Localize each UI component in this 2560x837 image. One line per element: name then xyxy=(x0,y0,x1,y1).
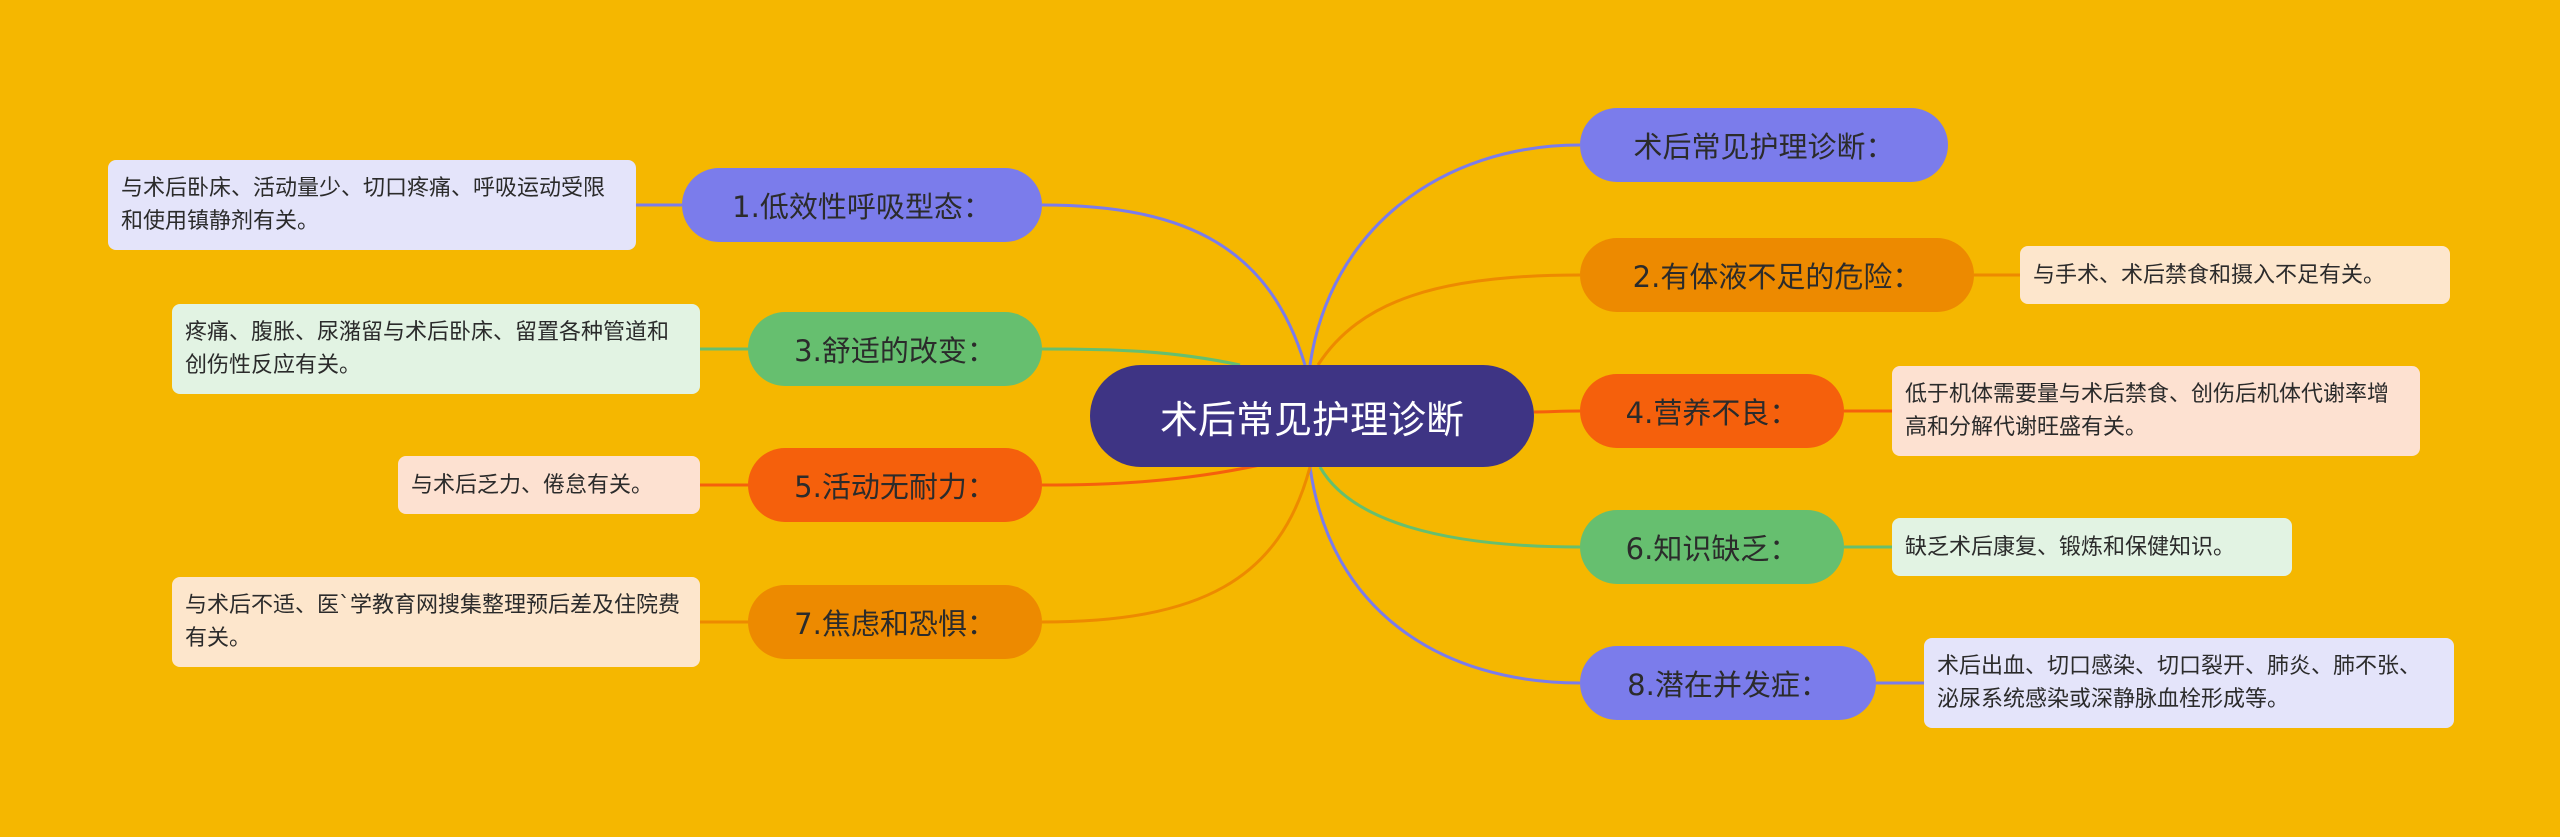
connector-root-branch-2 xyxy=(1316,273,1581,366)
leaf-topic-1[interactable]: 与术后卧床、活动量少、切口疼痛、呼吸运动受限和使用镇静剂有关。 xyxy=(108,160,636,250)
connector-root-branch-7 xyxy=(1041,466,1312,624)
connector-root-branch-3 xyxy=(1041,347,1241,367)
connector-root-branch-0 xyxy=(1308,143,1581,366)
connector-root-branch-8 xyxy=(1308,466,1581,685)
connector-root-branch-4 xyxy=(1533,409,1581,414)
leaf-text-7: 与术后不适、医`学教育网搜集整理预后差及住院费有关。 xyxy=(185,593,681,651)
leaf-text-2: 与手术、术后禁食和摄入不足有关。 xyxy=(2033,262,2386,288)
leaf-topic-2[interactable]: 与手术、术后禁食和摄入不足有关。 xyxy=(2020,246,2450,304)
leaf-text-5: 与术后乏力、倦怠有关。 xyxy=(411,472,654,498)
leaf-topic-6[interactable]: 缺乏术后康复、锻炼和保健知识。 xyxy=(1892,518,2292,576)
leaf-text-4: 低于机体需要量与术后禁食、创伤后机体代谢率增高和分解代谢旺盛有关。 xyxy=(1905,382,2390,440)
connector-root-branch-6 xyxy=(1318,466,1581,549)
leaf-topic-3[interactable]: 疼痛、腹胀、尿潴留与术后卧床、留置各种管道和创伤性反应有关。 xyxy=(172,304,700,394)
branch-topic-1[interactable]: 1.低效性呼吸型态： xyxy=(682,168,1042,242)
branch-topic-6[interactable]: 6.知识缺乏： xyxy=(1580,510,1844,584)
branch-topic-8[interactable]: 8.潜在并发症： xyxy=(1580,646,1876,720)
branch-topic-5[interactable]: 5.活动无耐力： xyxy=(748,448,1042,522)
leaf-topic-5[interactable]: 与术后乏力、倦怠有关。 xyxy=(398,456,700,514)
leaf-text-3: 疼痛、腹胀、尿潴留与术后卧床、留置各种管道和创伤性反应有关。 xyxy=(185,320,670,378)
leaf-text-8: 术后出血、切口感染、切口裂开、肺炎、肺不张、泌尿系统感染或深静脉血栓形成等。 xyxy=(1937,654,2422,712)
branch-topic-4[interactable]: 4.营养不良： xyxy=(1580,374,1844,448)
connector-root-branch-1 xyxy=(1041,203,1307,366)
branch-topic-7[interactable]: 7.焦虑和恐惧： xyxy=(748,585,1042,659)
leaf-topic-7[interactable]: 与术后不适、医`学教育网搜集整理预后差及住院费有关。 xyxy=(172,577,700,667)
connector-root-branch-5 xyxy=(1041,463,1261,487)
root-topic[interactable]: 术后常见护理诊断 xyxy=(1090,365,1534,467)
leaf-topic-8[interactable]: 术后出血、切口感染、切口裂开、肺炎、肺不张、泌尿系统感染或深静脉血栓形成等。 xyxy=(1924,638,2454,728)
branch-topic-0[interactable]: 术后常见护理诊断： xyxy=(1580,108,1948,182)
leaf-text-1: 与术后卧床、活动量少、切口疼痛、呼吸运动受限和使用镇静剂有关。 xyxy=(121,176,606,234)
leaf-text-6: 缺乏术后康复、锻炼和保健知识。 xyxy=(1905,534,2236,560)
leaf-topic-4[interactable]: 低于机体需要量与术后禁食、创伤后机体代谢率增高和分解代谢旺盛有关。 xyxy=(1892,366,2420,456)
branch-topic-2[interactable]: 2.有体液不足的危险： xyxy=(1580,238,1974,312)
branch-topic-3[interactable]: 3.舒适的改变： xyxy=(748,312,1042,386)
